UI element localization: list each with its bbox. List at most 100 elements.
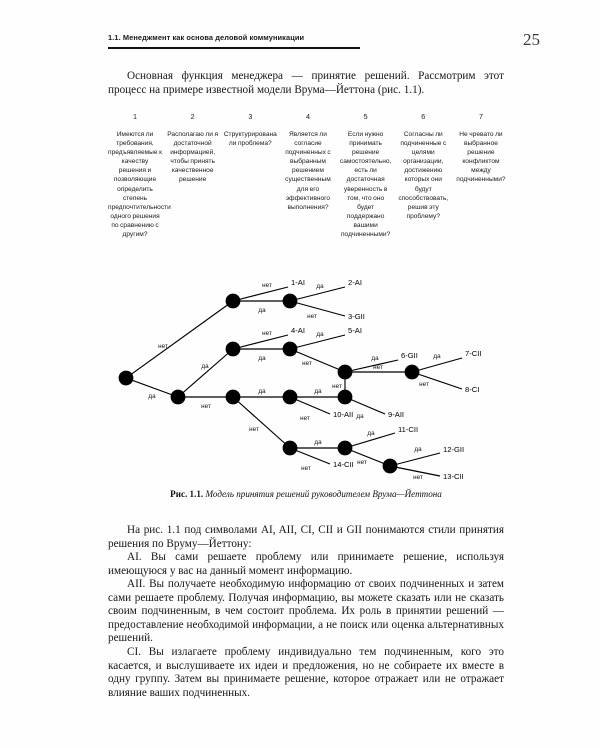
tree-node-i xyxy=(404,364,420,380)
edge-n4-no xyxy=(232,334,289,350)
outcome-3: 3-GII xyxy=(348,312,365,321)
branch-label-no: нет xyxy=(301,465,311,472)
edge-n5-yes xyxy=(289,334,346,350)
running-head: 1.1. Менеджмент как основа деловой комму… xyxy=(108,33,508,42)
column-text: Располагаю ли я достаточной информацией,… xyxy=(167,131,219,184)
edge-n13-no xyxy=(389,465,441,477)
column-number: 6 xyxy=(421,112,426,121)
branch-label-no: нет xyxy=(158,343,168,350)
column-number: 2 xyxy=(190,112,195,121)
edge-n6-yes xyxy=(344,359,399,373)
column-number: 3 xyxy=(248,112,253,121)
column-number: 7 xyxy=(478,112,483,121)
tree-node-a xyxy=(225,293,241,309)
branch-label-yes: да xyxy=(258,355,266,362)
tree-node-h xyxy=(337,364,353,380)
branch-label-yes: да xyxy=(367,430,375,437)
edge-n12-no xyxy=(344,447,391,467)
branch-label-yes: да xyxy=(314,439,322,446)
branch-label-yes: да xyxy=(258,388,266,395)
branch-label-yes: да xyxy=(356,413,364,420)
tree-node-e xyxy=(225,389,241,405)
outcome-11: 11-CII xyxy=(398,425,418,434)
branch-label-no: нет xyxy=(373,364,383,371)
branch-label-yes: да xyxy=(258,307,266,314)
outcome-8: 8-CI xyxy=(465,385,479,394)
edge-n3-yes xyxy=(289,286,346,302)
outcome-6: 6-GII xyxy=(401,351,418,360)
branch-label-yes: да xyxy=(371,355,379,362)
column-number: 1 xyxy=(133,112,137,121)
decision-tree-svg: нет да нет да да нет да нет да да нет не… xyxy=(118,278,481,481)
branch-label-no: нет xyxy=(419,381,429,388)
edge-n10-yes xyxy=(411,357,463,373)
outcome-10: 10-AII xyxy=(333,410,353,419)
figure-caption-text: Модель принятия решений руководителем Вр… xyxy=(205,489,442,499)
outcome-7: 7-CII xyxy=(465,349,481,358)
edge-root-yes xyxy=(125,377,179,398)
branch-label-yes: да xyxy=(414,446,422,453)
figure-caption: Рис. 1.1. Модель принятия решений руково… xyxy=(108,489,504,499)
edge-n2-no xyxy=(232,286,289,302)
question-column-7: 7 Не чревато ли выбранное решение конфли… xyxy=(454,112,508,239)
branch-label-yes: да xyxy=(316,283,324,290)
branch-label-yes: да xyxy=(201,363,209,370)
outcome-5: 5-AI xyxy=(348,326,362,335)
column-text: Согласны ли подчиненные с целями организ… xyxy=(398,131,449,220)
edge-n7-no xyxy=(232,396,291,449)
column-text: Если нужно принимать решение самостоятел… xyxy=(339,131,392,239)
question-column-4: 4 Является ли согласие подчиненных с выб… xyxy=(281,112,335,239)
edge-n5-no xyxy=(289,348,346,373)
question-column-6: 6 Согласны ли подчиненные с целями орган… xyxy=(396,112,450,239)
tree-node-g xyxy=(337,389,353,405)
branch-label-no: нет xyxy=(262,282,272,289)
question-column-1: 1 Имеются ли требования, предъявляемые к… xyxy=(108,112,171,239)
edge-n3-no xyxy=(289,300,346,317)
symbols-paragraph: На рис. 1.1 под символами AI, AII, CI, C… xyxy=(108,524,504,550)
branch-label-no: нет xyxy=(262,330,272,337)
figure-caption-label: Рис. 1.1. xyxy=(170,489,204,499)
outcome-12: 12-GII xyxy=(443,445,464,454)
running-head-title: 1.1. Менеджмент как основа деловой комму… xyxy=(108,33,305,42)
ci-paragraph: CI. Вы излагаете проблему индивидуально … xyxy=(108,646,504,699)
tree-node-l xyxy=(382,458,398,474)
aii-paragraph: AII. Вы получаете необходимую информацию… xyxy=(108,578,504,645)
branch-label-yes: да xyxy=(314,388,322,395)
ai-paragraph: AI. Вы сами решаете проблему или принима… xyxy=(108,551,504,577)
tree-node-c xyxy=(225,341,241,357)
column-text: Имеются ли требования, предъявляемые к к… xyxy=(108,131,171,239)
outcome-9: 9-AII xyxy=(388,410,404,419)
column-text: Не чревато ли выбранное решение конфликт… xyxy=(456,131,506,184)
branch-label-yes: да xyxy=(316,331,324,338)
column-number: 5 xyxy=(363,112,368,121)
branch-label-no: нет xyxy=(413,474,423,481)
branch-label-yes: да xyxy=(148,393,156,400)
question-columns: 1 Имеются ли требования, предъявляемые к… xyxy=(108,112,508,239)
tree-node-k xyxy=(337,440,353,456)
edge-nyes-yes xyxy=(177,348,234,398)
edge-n13-yes xyxy=(389,452,441,467)
edge-root-no xyxy=(125,300,234,379)
tree-node-b xyxy=(282,293,298,309)
outcome-1: 1-AI xyxy=(291,278,305,287)
page-number: 25 xyxy=(523,30,540,49)
edge-n10-no xyxy=(411,371,463,390)
branch-label-no: нет xyxy=(302,360,312,367)
outcome-2: 2-AI xyxy=(348,278,362,287)
tree-node-j xyxy=(282,440,298,456)
branch-label-no: нет xyxy=(300,415,310,422)
column-number: 4 xyxy=(305,112,310,121)
tree-node-root xyxy=(118,370,134,386)
outcome-13: 13-CII xyxy=(443,472,464,481)
branch-label-no: нет xyxy=(201,403,211,410)
branch-label-yes: да xyxy=(433,353,441,360)
decision-tree-figure: нет да нет да да нет да нет да да нет не… xyxy=(0,268,600,483)
question-column-3: 3 Структурирована ли проблема? xyxy=(223,112,277,239)
outcome-14: 14-CII xyxy=(333,460,354,469)
branch-label-no: нет xyxy=(357,459,367,466)
question-column-5: 5 Если нужно принимать решение самостоят… xyxy=(339,112,393,239)
question-column-2: 2 Располагаю ли я достаточной информацие… xyxy=(166,112,220,239)
branch-label-no: нет xyxy=(307,313,317,320)
intro-paragraph: Основная функция менеджера — принятие ре… xyxy=(108,70,504,96)
